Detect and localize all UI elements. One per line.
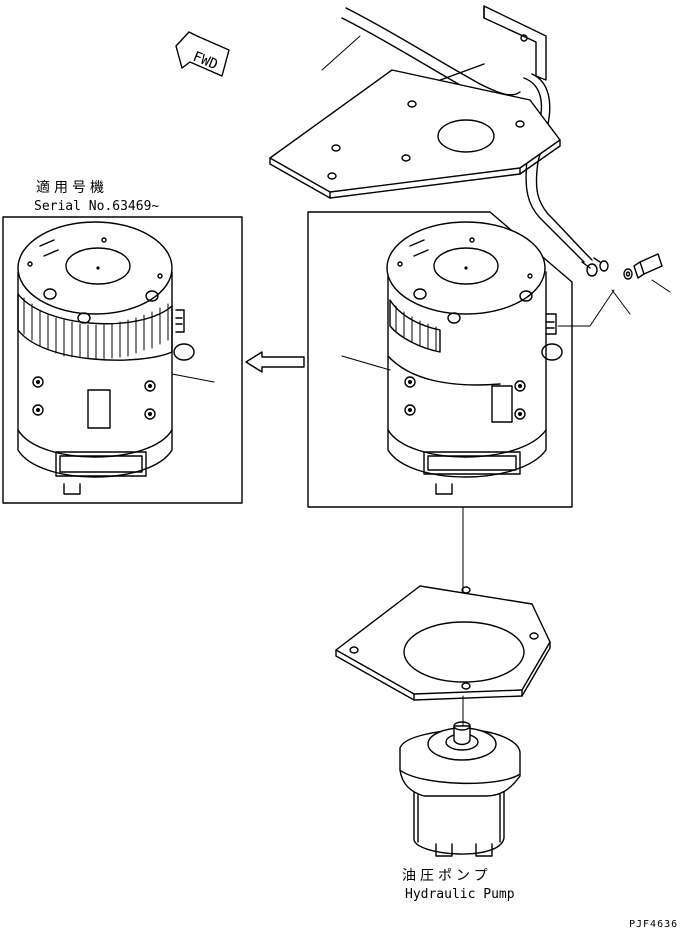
pump-label-jp: 油圧ポンプ [402,868,492,884]
upper-mounting-plate [269,69,561,199]
current-motor-frame [307,211,573,508]
comparison-arrow [245,351,305,373]
pump-label: Hydraulic Pump [405,887,515,902]
lower-mounting-plate [335,585,551,701]
serial-label: Serial No.63469~ [34,199,159,214]
leader-lines [171,35,671,383]
earlier-motor [17,221,195,495]
hydraulic-pump [399,721,521,857]
serial-label-jp: 適用号機 [36,179,108,196]
drawing-code: PJF4636 [629,919,678,930]
earlier-motor-frame [2,216,243,504]
fwd-arrow: FWD [175,31,230,77]
current-motor [386,221,563,495]
